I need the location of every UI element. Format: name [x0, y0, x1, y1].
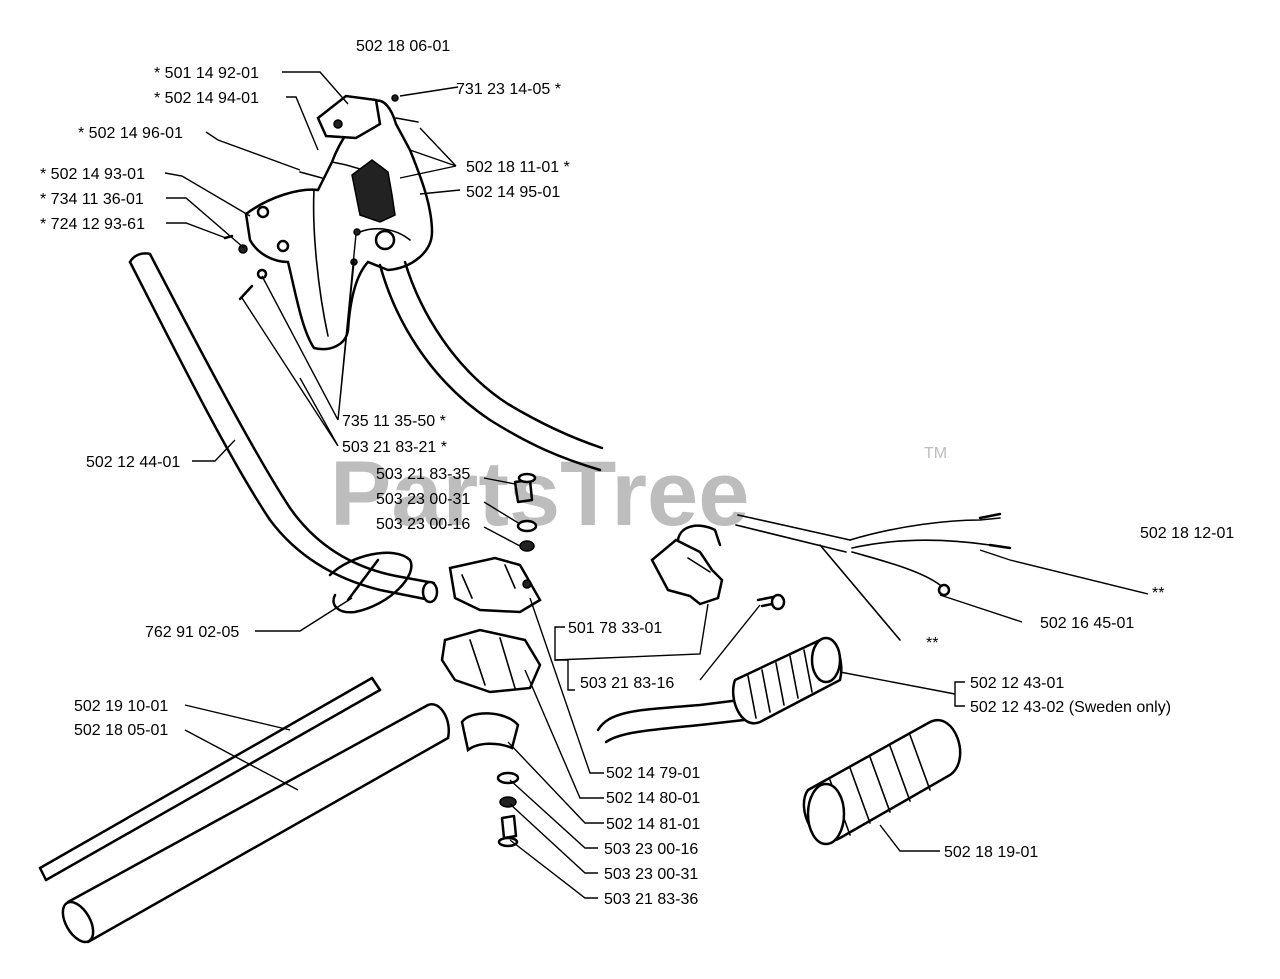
label-double-asterisk-center: ** [926, 635, 938, 652]
part-labels: 502 18 06-01 * 501 14 92-01 * 502 14 94-… [40, 38, 1234, 908]
leader-lines [164, 71, 1149, 899]
label-502-16-45-01: 502 16 45-01 [1040, 615, 1134, 632]
label-502-14-96-01: * 502 14 96-01 [78, 125, 183, 142]
left-handlebar-tube [128, 252, 439, 614]
label-503-23-00-16-bottom: 503 23 00-16 [604, 841, 698, 858]
label-502-14-79-01: 502 14 79-01 [606, 765, 700, 782]
watermark-text: PartsTree [330, 443, 749, 545]
label-502-12-43-01: 502 12 43-01 [970, 675, 1064, 692]
label-502-14-95-01: 502 14 95-01 [466, 184, 560, 201]
label-502-12-44-01: 502 12 44-01 [86, 454, 180, 471]
label-503-23-00-31: 503 23 00-31 [376, 491, 470, 508]
label-503-21-83-35: 503 21 83-35 [376, 466, 470, 483]
label-734-11-36-01: * 734 11 36-01 [40, 191, 144, 208]
right-handlebar-tube [378, 260, 604, 472]
watermark-trademark: TM [924, 445, 947, 462]
label-724-12-93-61: * 724 12 93-61 [40, 216, 145, 233]
label-502-14-94-01: * 502 14 94-01 [154, 90, 259, 107]
label-502-14-93-01: * 502 14 93-01 [40, 166, 145, 183]
label-502-18-11-01: 502 18 11-01 * [466, 159, 570, 176]
label-503-23-00-16: 503 23 00-16 [376, 516, 470, 533]
label-501-78-33-01: 501 78 33-01 [568, 620, 662, 637]
throttle-handle-housing [244, 94, 434, 351]
shaft-tube [61, 703, 451, 944]
cable-harness [735, 512, 1012, 641]
label-502-18-05-01: 502 18 05-01 [74, 722, 168, 739]
label-503-21-83-21: 503 21 83-21 * [342, 439, 447, 456]
label-501-14-92-01: * 501 14 92-01 [154, 65, 259, 82]
label-502-14-80-01: 502 14 80-01 [606, 790, 700, 807]
housing-screws [223, 228, 361, 301]
drive-shaft [38, 676, 382, 882]
label-502-14-81-01: 502 14 81-01 [606, 816, 700, 833]
right-grip [596, 636, 843, 744]
label-503-21-83-16: 503 21 83-16 [580, 675, 674, 692]
label-502-19-10-01: 502 19 10-01 [74, 698, 168, 715]
label-503-23-00-31-bottom: 503 23 00-31 [604, 866, 698, 883]
label-double-asterisk-right: ** [1152, 585, 1164, 602]
label-735-11-35-50: 735 11 35-50 * [342, 413, 446, 430]
label-503-21-83-36: 503 21 83-36 [604, 891, 698, 908]
center-clamp-assembly [440, 472, 542, 848]
label-762-91-02-05: 762 91 02-05 [145, 624, 239, 641]
label-731-23-14-05: 731 23 14-05 * [456, 81, 561, 98]
label-502-18-19-01: 502 18 19-01 [944, 844, 1038, 861]
label-502-12-43-02: 502 12 43-02 (Sweden only) [970, 699, 1171, 716]
label-502-18-06-01: 502 18 06-01 [356, 38, 450, 55]
throttle-bracket [650, 524, 786, 611]
label-502-18-12-01: 502 18 12-01 [1140, 525, 1234, 542]
large-grip [802, 718, 962, 846]
